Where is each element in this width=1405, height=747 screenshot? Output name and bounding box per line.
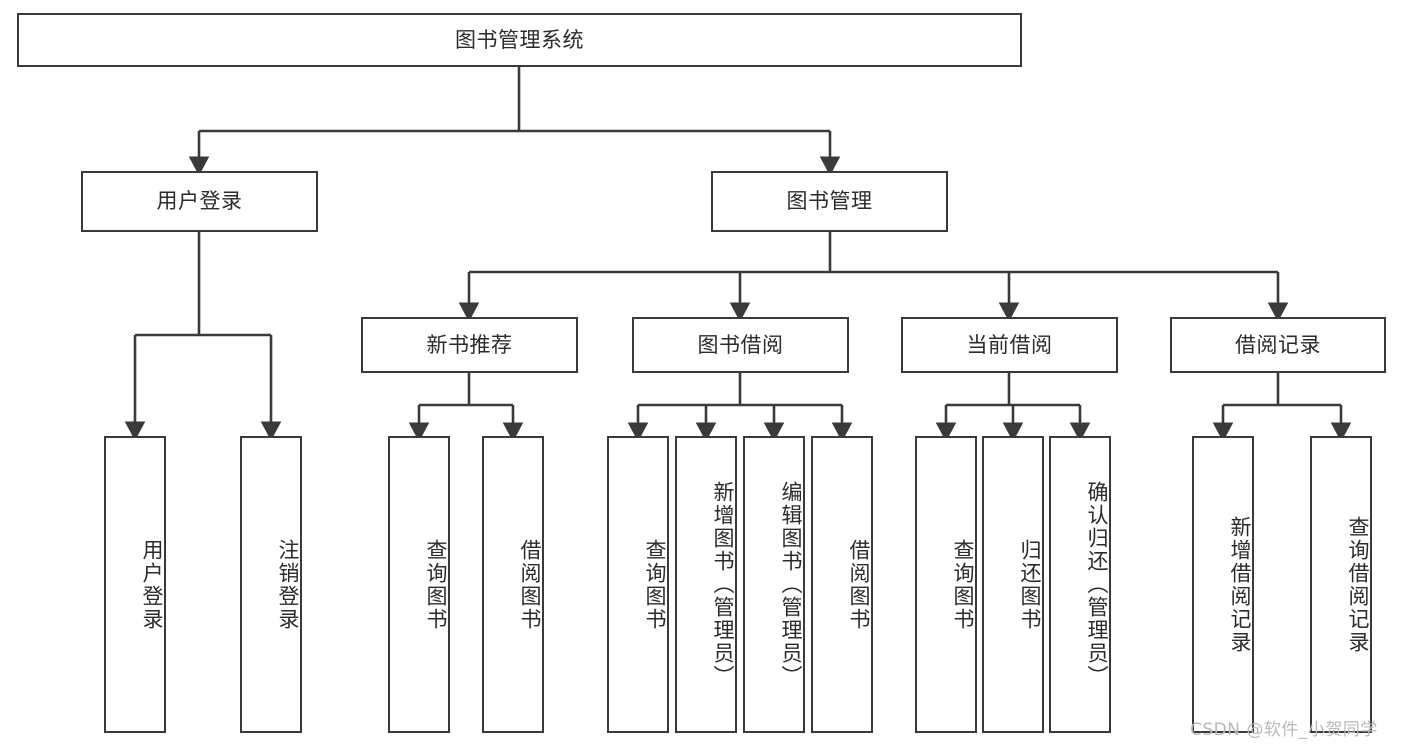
node-current-borrow[interactable]: 当前借阅	[901, 317, 1118, 373]
leaf-borrow-book[interactable]: 借阅图书	[811, 436, 873, 733]
leaf-query-books-new[interactable]: 查询图书	[388, 436, 450, 733]
leaf-query-borrow-record[interactable]: 查询借阅记录	[1310, 436, 1372, 733]
leaf-confirm-return-admin[interactable]: 确认归还（管理员）	[1049, 436, 1111, 733]
leaf-query-books-borrow[interactable]: 查询图书	[607, 436, 669, 733]
node-user-login[interactable]: 用户登录	[81, 171, 318, 232]
node-new-book-recommend[interactable]: 新书推荐	[361, 317, 578, 373]
node-root[interactable]: 图书管理系统	[17, 13, 1022, 67]
leaf-logout-login[interactable]: 注销登录	[240, 436, 302, 733]
leaf-edit-book-admin[interactable]: 编辑图书（管理员）	[743, 436, 805, 733]
node-borrow-records[interactable]: 借阅记录	[1170, 317, 1386, 373]
leaf-add-book-admin[interactable]: 新增图书（管理员）	[675, 436, 737, 733]
leaf-borrow-books-new[interactable]: 借阅图书	[482, 436, 544, 733]
node-book-management[interactable]: 图书管理	[711, 171, 948, 232]
leaf-return-book[interactable]: 归还图书	[982, 436, 1044, 733]
leaf-add-borrow-record[interactable]: 新增借阅记录	[1192, 436, 1254, 733]
watermark-text: CSDN @软件_小贺同学	[1190, 720, 1378, 740]
leaf-user-login[interactable]: 用户登录	[104, 436, 166, 733]
leaf-query-books-current[interactable]: 查询图书	[915, 436, 977, 733]
node-book-borrow[interactable]: 图书借阅	[632, 317, 849, 373]
